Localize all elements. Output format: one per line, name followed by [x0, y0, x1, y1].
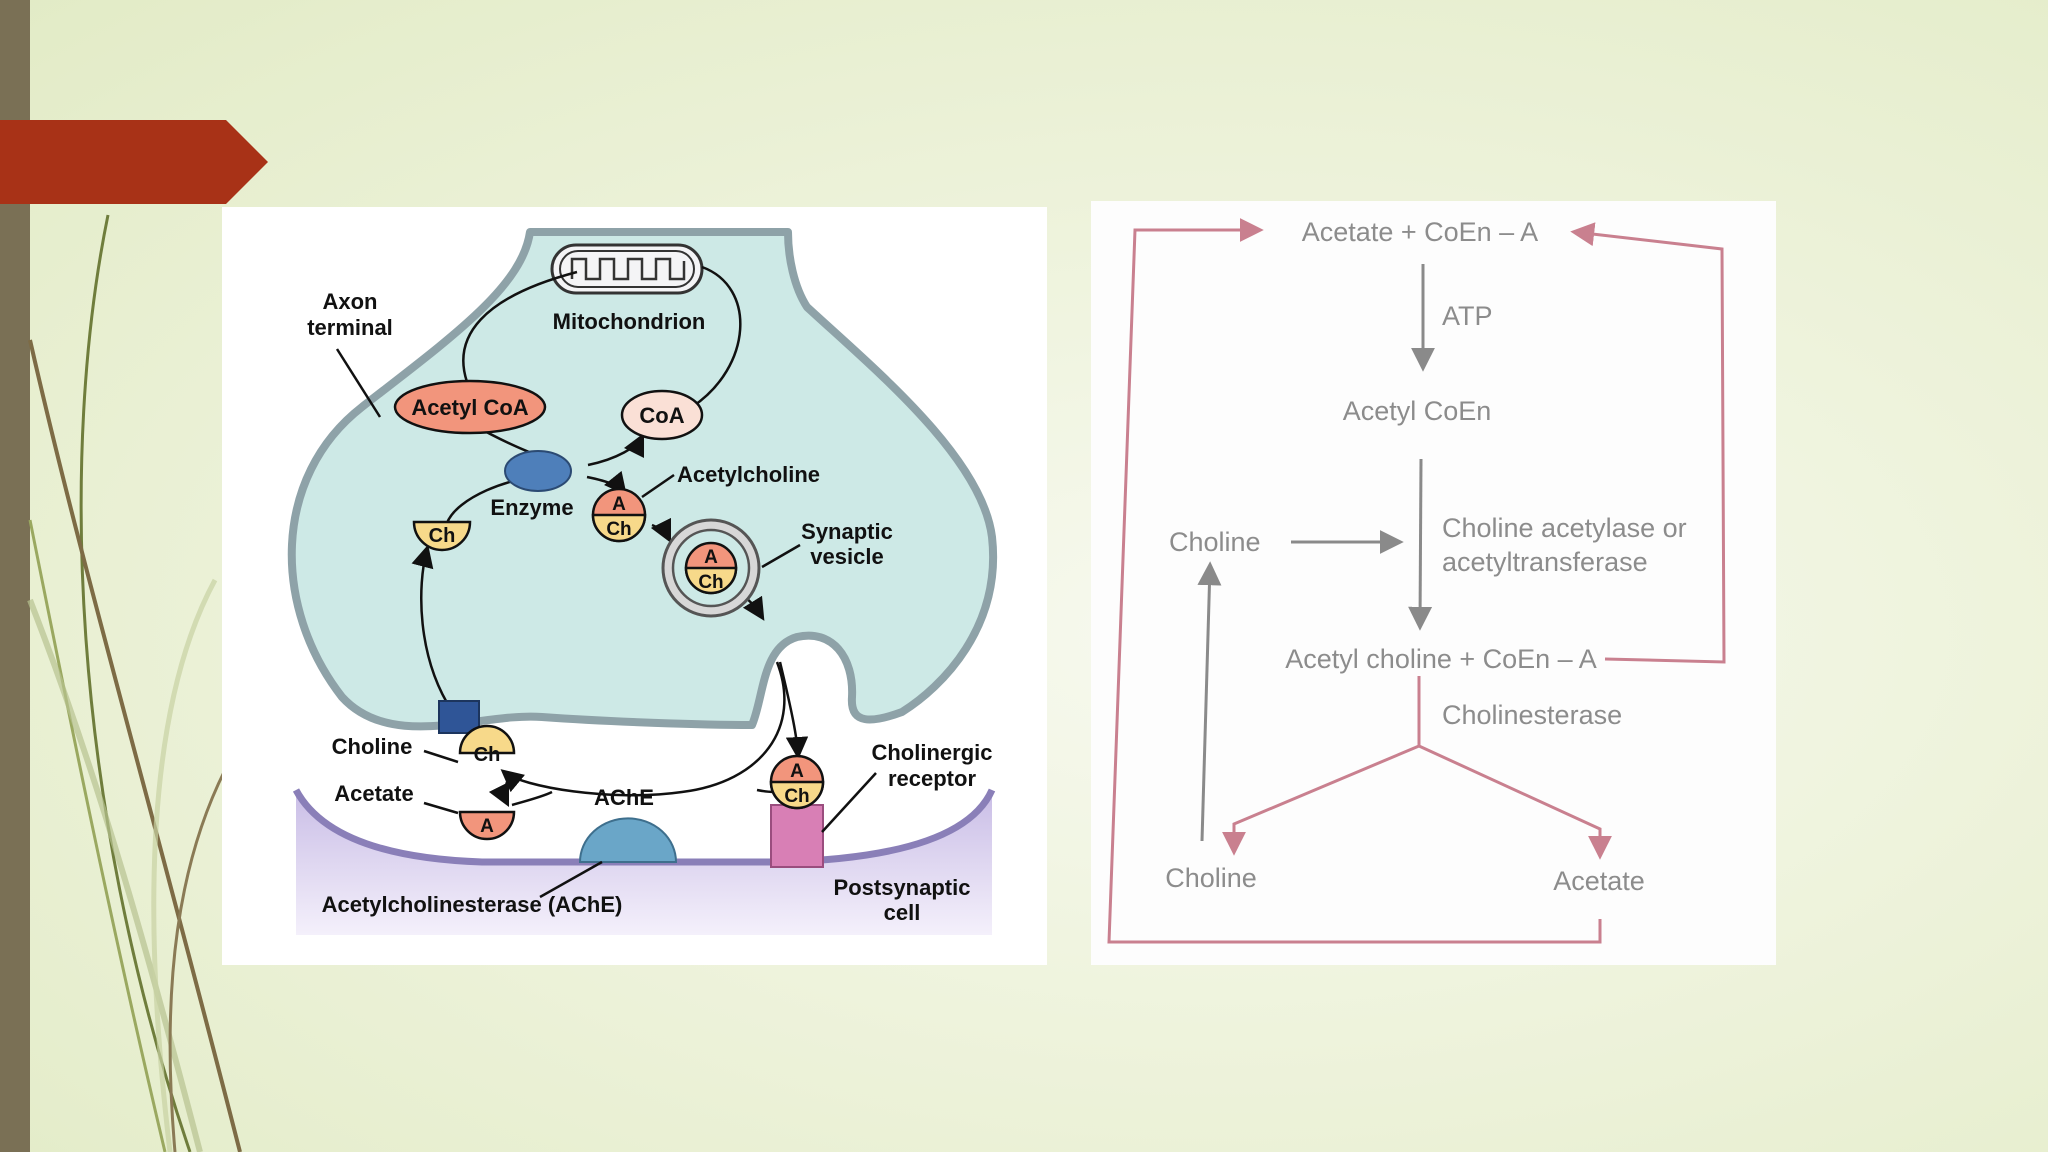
axon-terminal [287, 228, 998, 731]
svg-text:Ch: Ch [474, 744, 501, 766]
mitochondrion [550, 243, 704, 295]
choline-molecule-cleft: Ch [458, 724, 516, 766]
cholinesterase-label: Cholinesterase [1442, 700, 1622, 730]
enzyme-label-line-1: Choline acetylase or [1442, 513, 1687, 543]
choline-transporter [438, 700, 480, 734]
synapse-diagram-panel: Mitochondrion Acetyl CoA CoA Enzyme [222, 207, 1047, 965]
svg-text:A: A [704, 547, 718, 568]
axon-terminal-label-2: terminal [307, 315, 393, 340]
enzyme-label-line-2: acetyltransferase [1442, 547, 1648, 577]
acetate-molecule: A [458, 810, 516, 841]
choline-recycle-arrow [1197, 561, 1222, 842]
enzyme [504, 450, 572, 492]
synaptic-vesicle-label-2: vesicle [810, 544, 883, 569]
choline-label: Choline [332, 734, 413, 759]
svg-text:Ch: Ch [606, 519, 631, 540]
ache-label: AChE [594, 785, 654, 810]
coa-label: CoA [639, 403, 684, 428]
recycle-loop-arrow [1107, 218, 1602, 944]
decorative-curves [27, 214, 242, 1152]
acetate-label: Acetate [334, 781, 413, 806]
acetyl-coen-label: Acetyl CoEn [1343, 396, 1492, 426]
coa-molecule: CoA [620, 389, 704, 441]
postsynaptic-cell-label-2: cell [884, 900, 921, 925]
acetylcholine-cycle-flowchart: Acetate + CoEn – A ATP Acetyl CoEn Choli… [1107, 217, 1726, 944]
synaptic-vesicle: A Ch [661, 518, 761, 618]
mitochondrion-label: Mitochondrion [553, 309, 706, 334]
enzyme-label: Enzyme [490, 495, 573, 520]
acetate-product-label: Acetate [1553, 866, 1645, 896]
acetylcholine-cycle-flowchart-panel: Acetate + CoEn – A ATP Acetyl CoEn Choli… [1091, 201, 1776, 965]
synaptic-vesicle-label-1: Synaptic [801, 519, 893, 544]
cholinergic-receptor-label-1: Cholinergic [871, 740, 992, 765]
svg-text:Ch: Ch [698, 572, 723, 593]
atp-label: ATP [1442, 301, 1493, 331]
choline-product-label: Choline [1165, 863, 1257, 893]
acetyl-choline-coen-a-label: Acetyl choline + CoEn – A [1285, 644, 1596, 674]
synapse-diagram: Mitochondrion Acetyl CoA CoA Enzyme [287, 228, 998, 935]
postsynaptic-cell-label-1: Postsynaptic [834, 875, 971, 900]
svg-text:A: A [612, 494, 626, 515]
enzyme-arrow [1408, 458, 1433, 631]
return-arrow [1570, 222, 1726, 664]
acetylcholine-label: Acetylcholine [677, 462, 820, 487]
acetate-product-arrow [1418, 744, 1612, 860]
acetyl-coa-label: Acetyl CoA [411, 395, 528, 420]
acetyl-coa-molecule: Acetyl CoA [393, 379, 547, 435]
cholinergic-receptor-label-2: receptor [888, 766, 976, 791]
cholinergic-receptor: A Ch [769, 754, 825, 868]
title-tab-arrow [0, 120, 268, 204]
svg-text:Ch: Ch [429, 525, 456, 547]
svg-text:A: A [790, 761, 804, 782]
ache-enzyme [578, 817, 678, 863]
svg-text:A: A [480, 816, 494, 837]
choline-input-label: Choline [1169, 527, 1261, 557]
acetylcholine-molecule: A Ch [591, 487, 647, 543]
choline-molecule-cytoplasm: Ch [412, 520, 472, 552]
axon-terminal-label-1: Axon [323, 289, 378, 314]
svg-text:Ch: Ch [784, 786, 809, 807]
acetate-coen-a-label: Acetate + CoEn – A [1302, 217, 1538, 247]
choline-product-arrow [1222, 744, 1420, 856]
acetylcholinesterase-label: Acetylcholinesterase (AChE) [322, 892, 623, 917]
